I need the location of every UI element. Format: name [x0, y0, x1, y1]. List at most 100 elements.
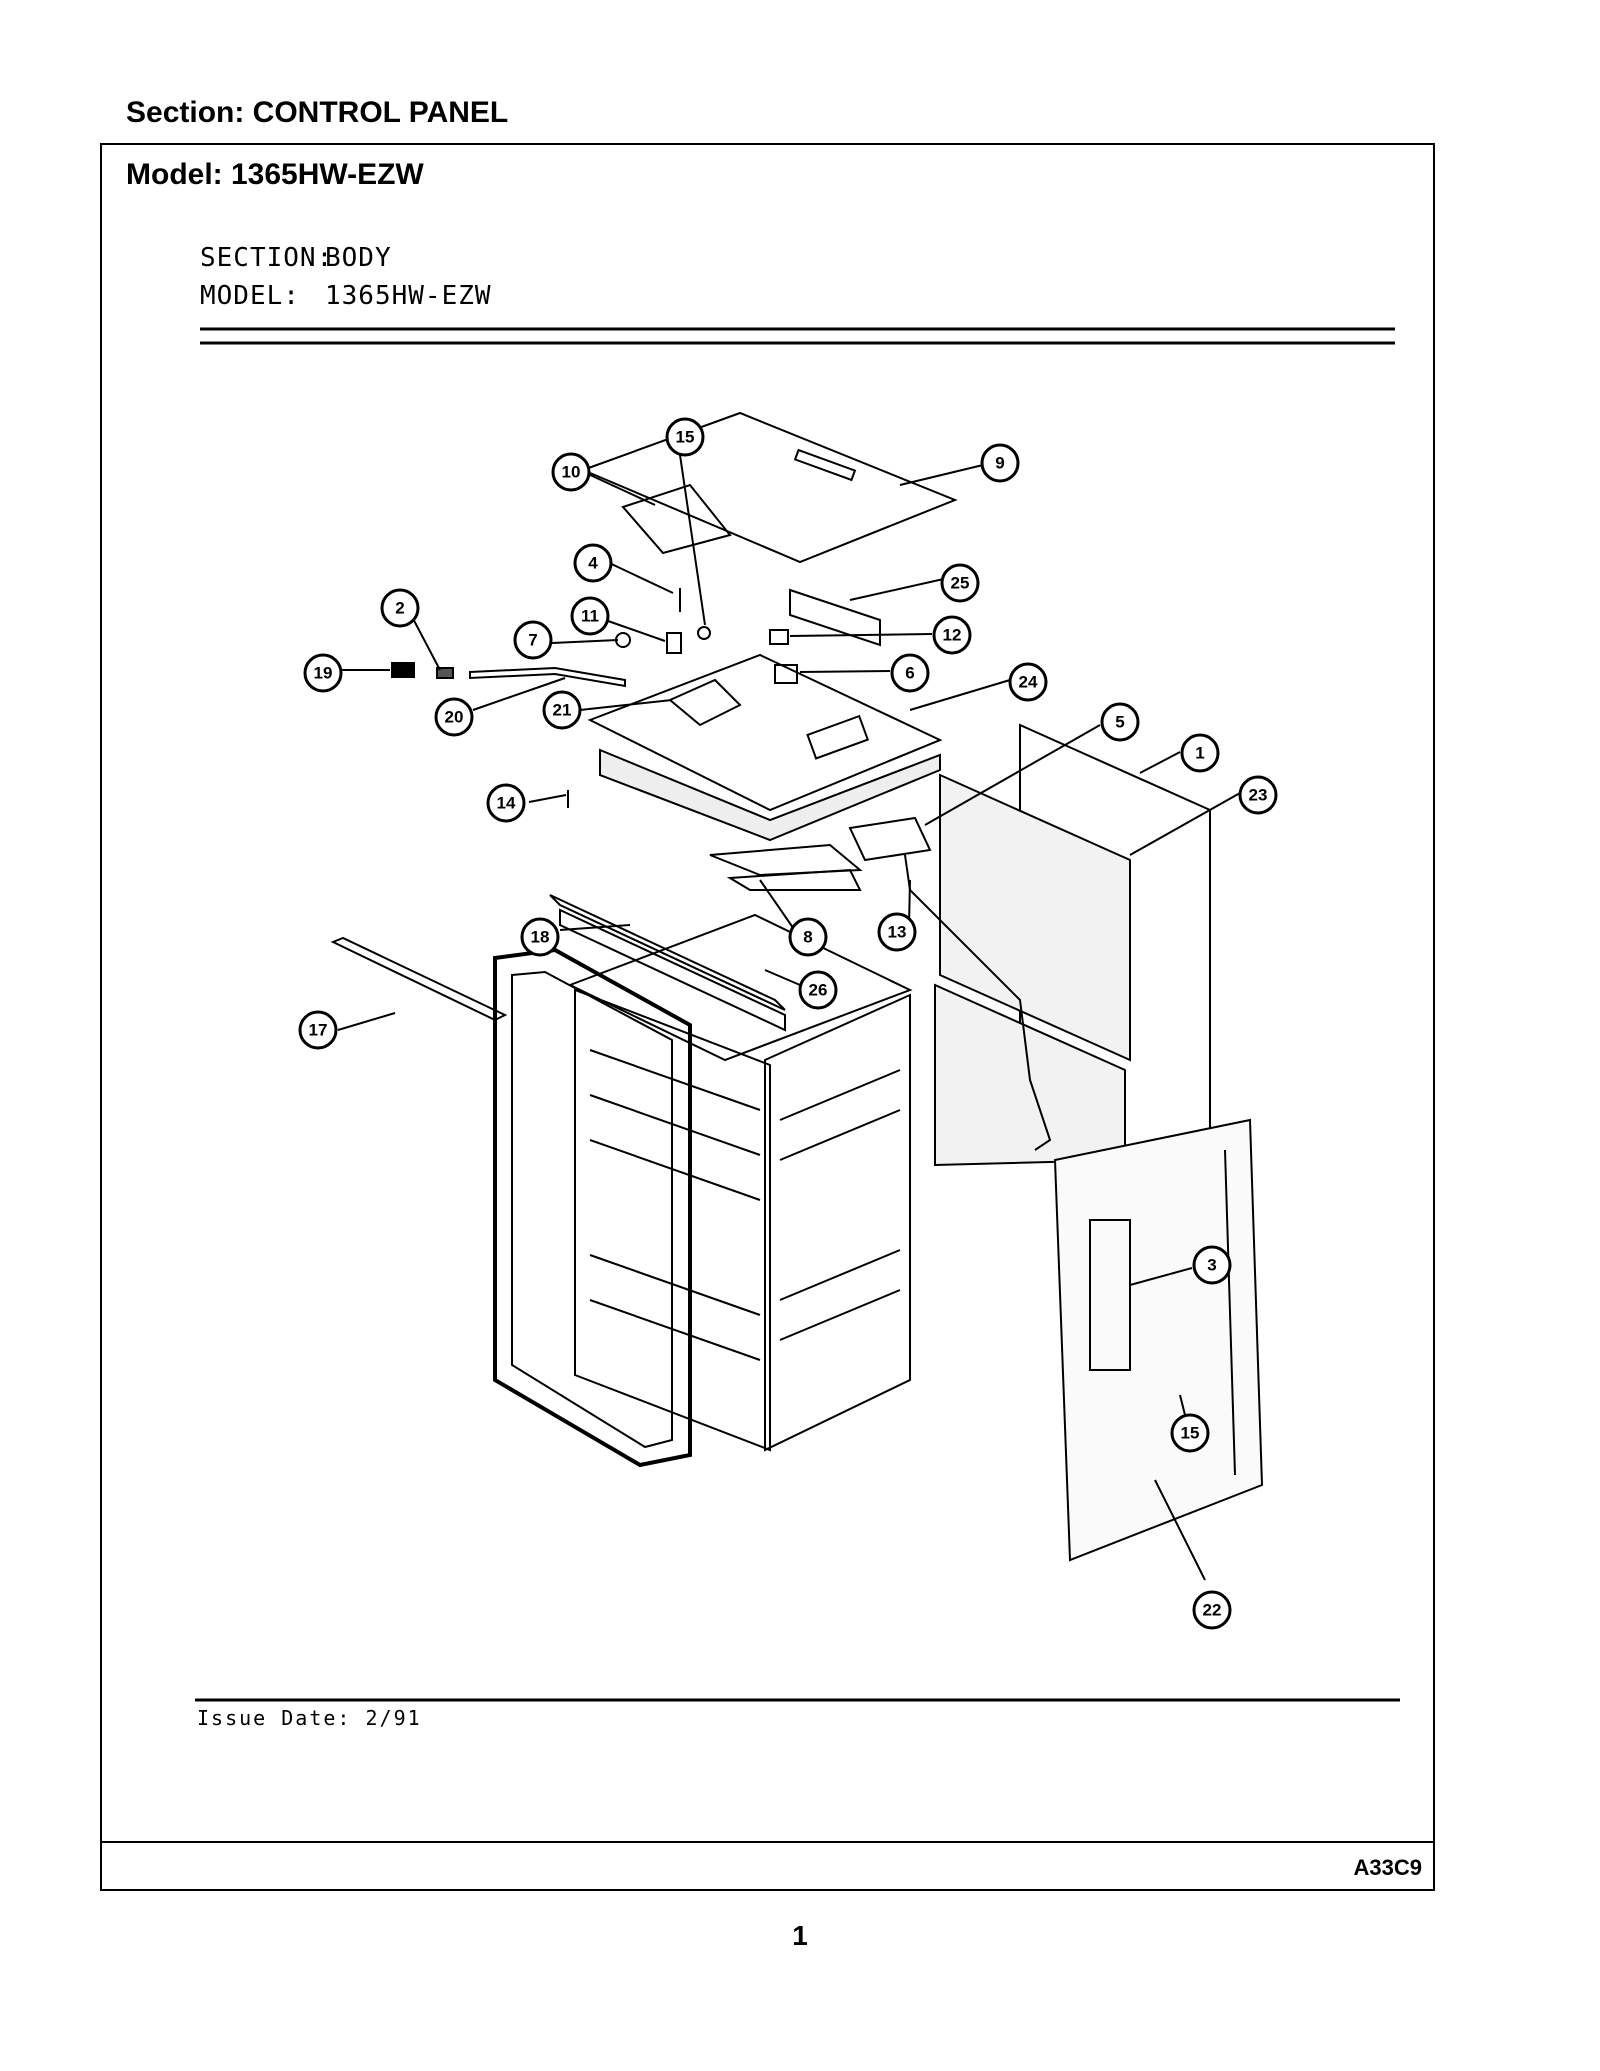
callout-17-circle — [298, 1010, 338, 1050]
part-insulation-23 — [939, 773, 1131, 1062]
callout-11: 11 — [581, 607, 599, 626]
callout-11-circle — [570, 596, 610, 636]
callout-7: 7 — [528, 631, 537, 650]
callout-23-circle — [1238, 775, 1278, 815]
callout-8: 8 — [803, 928, 812, 947]
part-chassis-24 — [587, 653, 943, 812]
callout-5: 5 — [1115, 713, 1124, 732]
part-back-panel-22 — [1053, 1118, 1264, 1562]
part-front-frame-18 — [493, 947, 692, 1468]
part-bracket-21 — [668, 678, 742, 727]
cavity-racks — [589, 1049, 901, 1361]
callout-12-circle — [932, 615, 972, 655]
part-rail-26 — [549, 894, 786, 1011]
callout-9-circle — [980, 443, 1020, 483]
part-bracket-25 — [789, 588, 881, 647]
part-knob-11 — [666, 632, 682, 654]
callout-6-circle — [890, 653, 930, 693]
callout-17: 17 — [309, 1021, 328, 1040]
part-clip-6 — [774, 664, 798, 684]
callout-8-circle — [788, 917, 828, 957]
diagram-section-label: SECTION: — [200, 243, 334, 273]
part-bracket-3 — [1089, 1219, 1131, 1371]
part-box-5 — [848, 816, 932, 862]
callout-26: 26 — [809, 981, 828, 1000]
part-back-panel-edge — [1224, 1149, 1236, 1476]
callout-leaders — [337, 454, 1241, 1581]
part-chassis-window — [806, 714, 870, 760]
callout-14-circle — [486, 783, 526, 823]
callout-4-circle — [573, 543, 613, 583]
diagram-header-rules — [200, 327, 1395, 345]
callout-10-circle — [551, 452, 591, 492]
page-number: 1 — [792, 1920, 808, 1951]
callout-14: 14 — [497, 794, 516, 813]
part-screw-7 — [615, 632, 631, 648]
part-front-frame-inner — [511, 970, 673, 1449]
callout-24: 24 — [1019, 673, 1038, 692]
callout-21-circle — [542, 690, 582, 730]
callout-numbers: 1 2 3 4 5 6 7 8 9 10 11 12 13 14 15 15 1… — [309, 428, 1268, 1620]
part-rail-17 — [330, 936, 508, 1022]
callout-18: 18 — [531, 928, 550, 947]
part-cavity-top — [567, 913, 913, 1062]
part-connector-19 — [391, 662, 415, 678]
callout-15b: 15 — [1181, 1424, 1200, 1443]
part-washer-15 — [697, 626, 711, 640]
section-title: Section: CONTROL PANEL — [126, 96, 509, 129]
callout-26-circle — [798, 970, 838, 1010]
diagram-model-value: 1365HW-EZW — [325, 281, 492, 311]
callout-2-circle — [380, 588, 420, 628]
callout-20-circle — [434, 697, 474, 737]
document-code: A33C9 — [1353, 1855, 1422, 1880]
model-title: Model: 1365HW-EZW — [126, 158, 424, 191]
callout-1: 1 — [1195, 744, 1204, 763]
callout-3: 3 — [1207, 1256, 1216, 1275]
part-top-cover — [580, 411, 958, 564]
callout-12: 12 — [943, 626, 962, 645]
diagram-section-value: BODY — [325, 243, 392, 273]
part-rail-26b — [559, 908, 786, 1032]
part-cavity-front — [574, 988, 771, 1452]
part-chassis-24-front — [599, 748, 941, 842]
callout-25-circle — [940, 563, 980, 603]
callout-15a-circle — [665, 417, 705, 457]
callout-13: 13 — [888, 923, 907, 942]
callout-13-circle — [877, 912, 917, 952]
callout-22: 22 — [1203, 1601, 1222, 1620]
part-strap-8 — [709, 843, 863, 877]
callout-15a: 15 — [676, 428, 695, 447]
page-frame — [100, 143, 1435, 1891]
callout-19-circle — [303, 653, 343, 693]
callout-4: 4 — [588, 554, 598, 573]
part-strap-8b — [726, 868, 862, 891]
callout-10: 10 — [562, 463, 581, 482]
callout-3-circle — [1192, 1245, 1232, 1285]
part-top-slot — [793, 448, 857, 482]
callout-24-circle — [1008, 662, 1048, 702]
callout-23: 23 — [1249, 786, 1268, 805]
part-panel-10 — [621, 483, 732, 555]
callout-15b-circle — [1170, 1413, 1210, 1453]
callout-25: 25 — [951, 574, 970, 593]
callout-18-circle — [520, 917, 560, 957]
callout-9: 9 — [995, 454, 1004, 473]
callout-20: 20 — [445, 708, 464, 727]
part-connector-2 — [436, 667, 454, 679]
callout-2: 2 — [395, 599, 404, 618]
callout-badges — [298, 417, 1278, 1630]
callout-7-circle — [513, 620, 553, 660]
callout-6: 6 — [905, 664, 914, 683]
issue-date: Issue Date: 2/91 — [197, 1706, 422, 1730]
diagram-model-label: MODEL: — [200, 281, 300, 311]
footer-divider — [100, 1841, 1435, 1843]
part-clip-12 — [769, 629, 789, 645]
part-arm-20 — [469, 666, 626, 688]
callout-19: 19 — [314, 664, 333, 683]
callout-1-circle — [1180, 733, 1220, 773]
callout-21: 21 — [553, 701, 572, 720]
callout-5-circle — [1100, 702, 1140, 742]
part-cavity-right — [764, 993, 911, 1452]
callout-22-circle — [1192, 1590, 1232, 1630]
